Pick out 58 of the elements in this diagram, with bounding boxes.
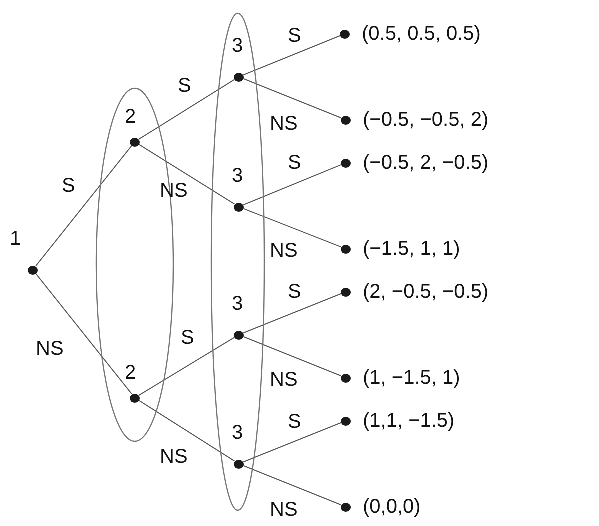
branch-line <box>243 35 341 76</box>
branch-line <box>138 79 236 140</box>
payoff-label: (2, −0.5, −0.5) <box>363 280 489 302</box>
node-dot <box>130 394 140 402</box>
payoff-label: (1,1, −1.5) <box>363 410 455 432</box>
edge-label: S <box>62 175 76 197</box>
node-dot <box>341 116 351 124</box>
player-label: 1 <box>10 228 22 250</box>
edge-label: NS <box>270 113 298 135</box>
branch-line <box>243 78 342 119</box>
node-dot <box>341 158 351 168</box>
branch-line <box>138 400 236 462</box>
edge-label: S <box>288 281 302 303</box>
edge-label: NS <box>36 338 64 360</box>
information-set-ellipse <box>211 13 265 511</box>
branch-line <box>36 273 132 395</box>
branch-line <box>243 293 342 334</box>
edge-label: NS <box>270 499 298 521</box>
node-dot <box>341 416 351 426</box>
branch-line <box>243 422 342 463</box>
edge-label: S <box>288 25 302 47</box>
branch-line <box>243 465 342 506</box>
node-dot <box>234 202 244 212</box>
branch-line <box>138 337 236 396</box>
edge-label: NS <box>160 446 188 468</box>
node-dot <box>341 244 351 254</box>
branch-line <box>138 144 236 205</box>
edge-label: S <box>178 75 192 97</box>
branch-line <box>243 164 342 206</box>
player-label: 3 <box>232 293 244 315</box>
branch-line <box>36 145 132 267</box>
payoff-label: (−0.5, −0.5, 2) <box>363 108 489 130</box>
payoff-label: (0.5, 0.5, 0.5) <box>362 22 481 44</box>
edge-label: S <box>288 152 302 174</box>
node-dot <box>341 502 351 512</box>
player-label: 3 <box>232 422 244 444</box>
edge-label: NS <box>270 369 298 391</box>
branch-line <box>243 336 342 377</box>
player-label: 3 <box>232 35 244 57</box>
payoff-label: (0,0,0) <box>363 496 421 518</box>
node-dot <box>341 374 351 382</box>
player-label: 3 <box>232 165 244 187</box>
node-dot <box>234 460 244 468</box>
payoff-label: (−0.5, 2, −0.5) <box>363 152 489 174</box>
edge-label: NS <box>270 240 298 262</box>
payoff-label: (−1.5, 1, 1) <box>363 238 460 260</box>
player-label: 2 <box>125 362 136 384</box>
node-dot <box>341 288 351 296</box>
edge-label: S <box>288 411 302 433</box>
node-dot <box>28 266 38 274</box>
node-dot <box>130 138 140 146</box>
payoff-label: (1, −1.5, 1) <box>363 366 460 388</box>
node-dot <box>234 72 244 82</box>
node-dot <box>340 30 350 38</box>
player-label: 2 <box>125 106 136 128</box>
node-dot <box>234 330 244 340</box>
branch-line <box>243 208 342 248</box>
edge-label: S <box>181 327 194 349</box>
